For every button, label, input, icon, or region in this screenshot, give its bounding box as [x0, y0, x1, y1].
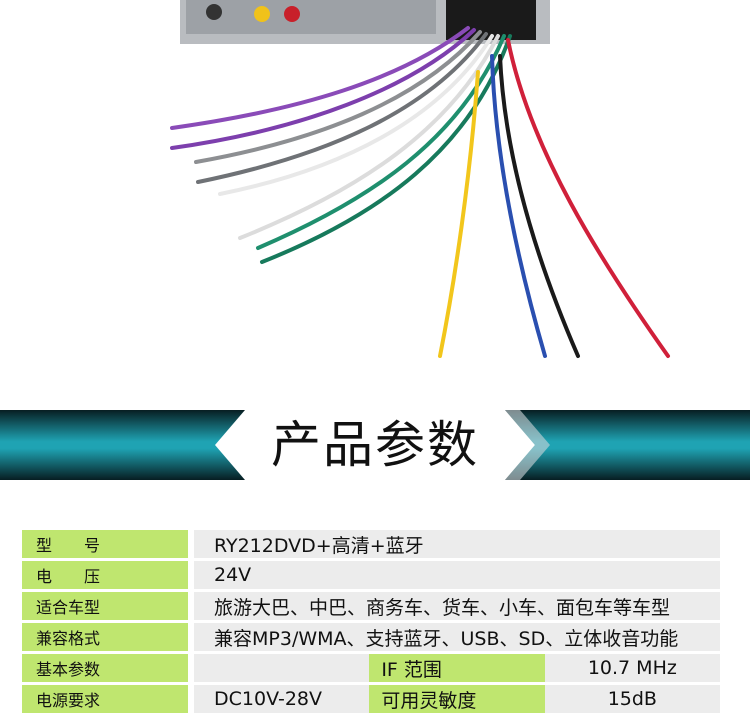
spec-label: 电源要求 [22, 685, 188, 713]
wire-yellow [438, 70, 480, 358]
cell-gap [188, 561, 194, 589]
wire-red [506, 38, 670, 358]
spec-value: DC10V-28V [194, 685, 370, 713]
cell-gap [188, 685, 194, 713]
spec-value: 24V [194, 561, 720, 589]
head-unit-panel [186, 0, 436, 34]
spec-label: 适合车型 [22, 592, 188, 620]
table-row: 电 压 24V [22, 561, 720, 589]
rca-jack-yellow [254, 6, 270, 22]
table-row: 型 号 RY212DVD+高清+蓝牙 [22, 530, 720, 558]
spec-sub-label: 可用灵敏度 [369, 685, 545, 713]
cell-gap [188, 623, 194, 651]
spec-value: RY212DVD+高清+蓝牙 [194, 530, 720, 558]
right-wires [438, 38, 670, 358]
spec-table: 型 号 RY212DVD+高清+蓝牙 电 压 24V 适合车型 旅游大巴、中巴、… [22, 527, 720, 716]
banner-plate-shadow [505, 410, 550, 480]
spec-sub-value: 10.7 MHz [544, 654, 720, 682]
cell-gap [188, 592, 194, 620]
cell-gap [188, 654, 194, 682]
spec-value [194, 654, 370, 682]
wire-black [498, 54, 580, 358]
wire-purple-1 [170, 26, 470, 130]
spec-sub-label: IF 范围 [369, 654, 545, 682]
cell-gap [188, 530, 194, 558]
spec-label: 兼容格式 [22, 623, 188, 651]
rca-jack-red [284, 6, 300, 22]
wire-purple-2 [170, 28, 476, 150]
left-wires [170, 26, 512, 264]
table-row: 基本参数 IF 范围 10.7 MHz [22, 654, 720, 682]
banner-title: 产品参数 [271, 416, 479, 474]
table-row: 兼容格式 兼容MP3/WMA、支持蓝牙、USB、SD、立体收音功能 [22, 623, 720, 651]
table-row: 电源要求 DC10V-28V 可用灵敏度 15dB [22, 685, 720, 713]
spec-label: 基本参数 [22, 654, 188, 682]
wire-grey-1 [194, 30, 482, 164]
wire-blue [490, 54, 547, 358]
spec-label: 型 号 [22, 530, 188, 558]
wire-white-1 [218, 34, 494, 196]
product-photo [170, 0, 670, 358]
table-row: 适合车型 旅游大巴、中巴、商务车、货车、小车、面包车等车型 [22, 592, 720, 620]
spec-label: 电 压 [22, 561, 188, 589]
wire-grey-2 [196, 32, 488, 184]
spec-value: 旅游大巴、中巴、商务车、货车、小车、面包车等车型 [194, 592, 720, 620]
wire-green-1 [256, 34, 506, 250]
spec-value: 兼容MP3/WMA、支持蓝牙、USB、SD、立体收音功能 [194, 623, 720, 651]
banner-plate [215, 410, 535, 480]
spec-sub-value: 15dB [544, 685, 720, 713]
rca-jack-white [206, 4, 222, 20]
section-banner [0, 410, 750, 480]
